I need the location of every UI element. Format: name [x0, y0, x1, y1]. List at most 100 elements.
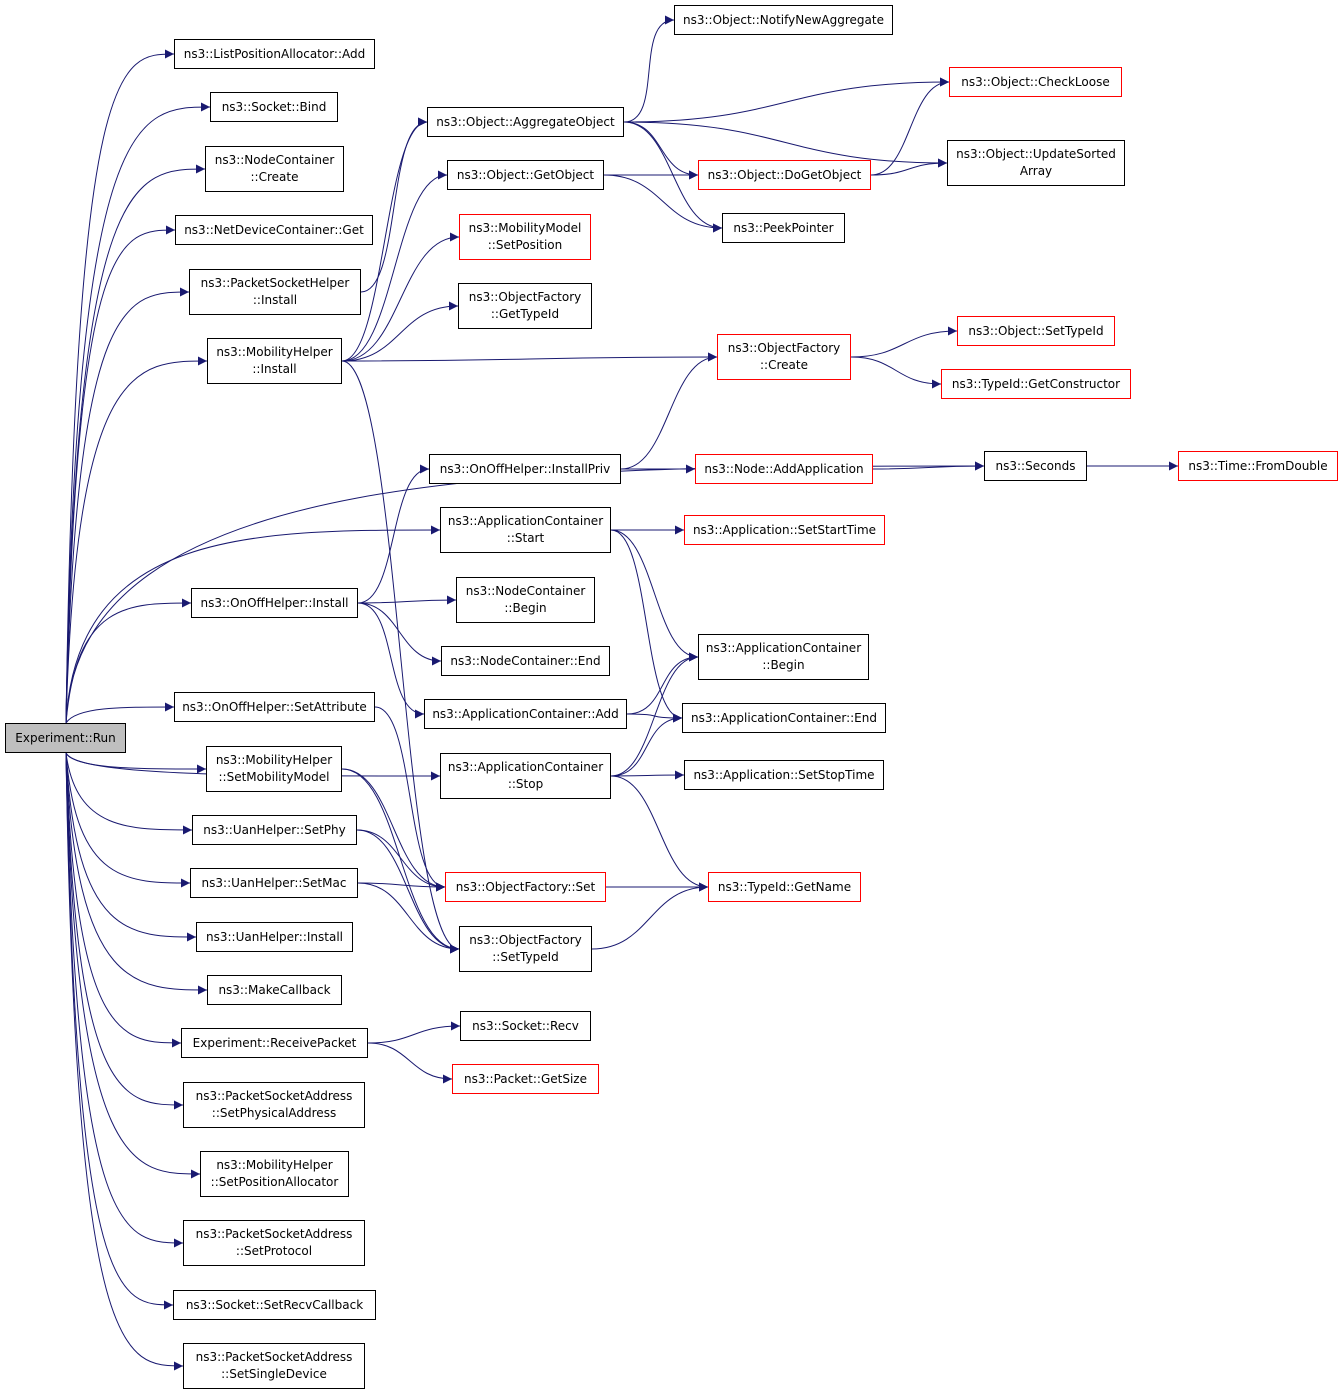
node-uanhelper-setmac[interactable]: ns3::UanHelper::SetMac: [190, 868, 358, 898]
node-label: ns3::ApplicationContainer::Add: [432, 706, 619, 721]
edge-experiment_run-to-psa_setphysicaladdress: [65, 752, 184, 1110]
edge-experiment_receivepacket-to-packet_getsize: [367, 1042, 453, 1084]
node-label-line-1: ns3::MobilityModel: [468, 221, 582, 235]
edge-object_doGetobject-to-object_updatesortedarray: [870, 158, 948, 176]
node-label: ns3::NetDeviceContainer::Get: [184, 222, 364, 237]
node-label: ns3::UanHelper::SetMac: [201, 875, 347, 890]
node-label-line-2: ::Stop: [507, 777, 544, 791]
edge-experiment_run-to-socket_setrecvcallback: [65, 752, 174, 1310]
edge-mobilityhelper_install-to-objectfactory_gettypeid: [341, 301, 459, 362]
node-label-line-1: ns3::PacketSocketHelper: [200, 276, 350, 290]
node-object-aggregateobject[interactable]: ns3::Object::AggregateObject: [427, 107, 624, 137]
edge-object_aggregateobject-to-object_doGetobject: [623, 121, 699, 180]
node-application-setstarttime[interactable]: ns3::Application::SetStartTime: [684, 515, 885, 545]
edge-experiment_run-to-list_alloc_add: [65, 49, 175, 724]
node-label: ns3::MakeCallback: [218, 982, 331, 997]
node-applicationcontainer-end[interactable]: ns3::ApplicationContainer::End: [682, 703, 886, 733]
node-object-getobject[interactable]: ns3::Object::GetObject: [447, 160, 604, 190]
node-packetsocketaddress-setphysicaladdress[interactable]: ns3::PacketSocketAddress::SetPhysicalAdd…: [183, 1082, 365, 1128]
node-uanhelper-setphy[interactable]: ns3::UanHelper::SetPhy: [192, 815, 357, 845]
node-typeid-getname[interactable]: ns3::TypeId::GetName: [708, 872, 861, 902]
node-mobilityhelper-install[interactable]: ns3::MobilityHelper::Install: [207, 338, 342, 384]
node-applicationcontainer-add[interactable]: ns3::ApplicationContainer::Add: [424, 699, 627, 729]
edge-mobilityhelper_setmobilitymodel-to-objectfactory_set: [341, 768, 446, 892]
edge-mobilityhelper_install-to-object_getobject: [341, 170, 448, 362]
node-seconds[interactable]: ns3::Seconds: [984, 451, 1087, 481]
node-label: ns3::PeekPointer: [733, 220, 834, 235]
edge-onoffhelper_install-to-onoffhelper_installpriv: [357, 464, 430, 604]
edge-object_aggregateobject-to-object_notifynewaggregate: [623, 15, 675, 123]
node-onoffhelper-installpriv[interactable]: ns3::OnOffHelper::InstallPriv: [429, 454, 621, 484]
edge-mobilityhelper_install-to-object_aggregateobject: [341, 117, 428, 362]
edge-node_addapplication-to-seconds: [872, 461, 985, 471]
node-label-line-1: ns3::MobilityHelper: [215, 753, 333, 767]
node-nodecontainer-end[interactable]: ns3::NodeContainer::End: [441, 646, 610, 676]
node-objectfactory-gettypeid[interactable]: ns3::ObjectFactory::GetTypeId: [458, 283, 592, 329]
node-label: ns3::Object::NotifyNewAggregate: [683, 12, 884, 27]
node-label: ns3::UanHelper::Install: [206, 929, 343, 944]
node-label-line-2: ::Create: [760, 358, 808, 372]
edge-mobilityhelper_install-to-mobilitymodel_setposition: [341, 232, 460, 362]
node-socket-recv[interactable]: ns3::Socket::Recv: [460, 1011, 591, 1041]
node-mobilityhelper-setpositionallocator[interactable]: ns3::MobilityHelper::SetPositionAllocato…: [200, 1151, 349, 1197]
node-label: ns3::OnOffHelper::Install: [200, 595, 349, 610]
node-application-setstoptime[interactable]: ns3::Application::SetStopTime: [684, 760, 884, 790]
edge-appcontainer_add-to-appcontainer_begin: [626, 652, 699, 715]
node-socket-bind[interactable]: ns3::Socket::Bind: [210, 92, 338, 122]
node-applicationcontainer-stop[interactable]: ns3::ApplicationContainer::Stop: [440, 753, 611, 799]
node-typeid-getconstructor[interactable]: ns3::TypeId::GetConstructor: [941, 369, 1131, 399]
node-objectfactory-settypeid[interactable]: ns3::ObjectFactory::SetTypeId: [459, 926, 592, 972]
edge-objectfactory_create-to-typeid_getconstructor: [850, 356, 942, 389]
node-object-dogetobject[interactable]: ns3::Object::DoGetObject: [698, 160, 871, 190]
node-onoffhelper-setattribute[interactable]: ns3::OnOffHelper::SetAttribute: [174, 692, 375, 722]
node-nodecontainer-begin[interactable]: ns3::NodeContainer::Begin: [456, 577, 595, 623]
node-makecallback[interactable]: ns3::MakeCallback: [207, 975, 342, 1005]
node-object-settypeid[interactable]: ns3::Object::SetTypeId: [957, 316, 1115, 346]
node-packetsocketaddress-setprotocol[interactable]: ns3::PacketSocketAddress::SetProtocol: [183, 1220, 365, 1266]
edge-onoffhelper_setattribute-to-objectfactory_set: [374, 706, 446, 892]
node-list-position-allocator-add[interactable]: ns3::ListPositionAllocator::Add: [174, 39, 375, 69]
edge-experiment_run-to-uanhelper_setphy: [65, 752, 193, 835]
node-label: ns3::OnOffHelper::InstallPriv: [439, 461, 611, 476]
edge-experiment_run-to-experiment_receivepacket: [65, 752, 182, 1048]
edge-experiment_run-to-psa_setsingledevice: [65, 752, 184, 1371]
node-label-line-2: ::Install: [252, 293, 298, 307]
node-packetsocketaddress-setsingledevice[interactable]: ns3::PacketSocketAddress::SetSingleDevic…: [183, 1343, 365, 1389]
node-mobilitymodel-setposition[interactable]: ns3::MobilityModel::SetPosition: [459, 214, 591, 260]
node-object-notifynewaggregate[interactable]: ns3::Object::NotifyNewAggregate: [674, 5, 893, 35]
node-label: Experiment::Run: [15, 730, 116, 745]
node-applicationcontainer-start[interactable]: ns3::ApplicationContainer::Start: [440, 507, 611, 553]
node-applicationcontainer-begin[interactable]: ns3::ApplicationContainer::Begin: [698, 634, 869, 680]
node-netdevicecontainer-get[interactable]: ns3::NetDeviceContainer::Get: [175, 215, 373, 245]
edge-onoffhelper_install-to-appcontainer_add: [357, 602, 425, 719]
node-label: ns3::Packet::GetSize: [464, 1071, 587, 1086]
node-label-line-1: ns3::ApplicationContainer: [705, 641, 862, 655]
edge-mobilityhelper_install-to-objectfactory_settypeid: [341, 360, 460, 954]
node-label: ns3::Seconds: [995, 458, 1076, 473]
node-label-line-2: ::SetProtocol: [235, 1244, 313, 1258]
node-object-checkloose[interactable]: ns3::Object::CheckLoose: [949, 67, 1122, 97]
node-onoffhelper-install[interactable]: ns3::OnOffHelper::Install: [191, 588, 358, 618]
node-label: ns3::Time::FromDouble: [1188, 458, 1328, 473]
node-nodecontainer-create[interactable]: ns3::NodeContainer::Create: [205, 146, 344, 192]
node-time-fromdouble[interactable]: ns3::Time::FromDouble: [1178, 451, 1338, 481]
node-objectfactory-set[interactable]: ns3::ObjectFactory::Set: [445, 872, 606, 902]
node-label-line-1: ns3::Object::UpdateSorted: [956, 147, 1116, 161]
node-label-line-1: ns3::ApplicationContainer: [447, 514, 604, 528]
node-experiment-run: Experiment::Run: [5, 723, 126, 753]
node-socket-setrecvcallback[interactable]: ns3::Socket::SetRecvCallback: [173, 1290, 376, 1320]
node-label-line-2: ::SetPositionAllocator: [210, 1175, 339, 1189]
node-packet-getsize[interactable]: ns3::Packet::GetSize: [452, 1064, 599, 1094]
node-node-addapplication[interactable]: ns3::Node::AddApplication: [695, 454, 873, 484]
edge-uanhelper_setmac-to-objectfactory_settypeid: [357, 882, 460, 954]
node-uanhelper-install[interactable]: ns3::UanHelper::Install: [196, 922, 353, 952]
node-mobilityhelper-setmobilitymodel[interactable]: ns3::MobilityHelper::SetMobilityModel: [206, 746, 342, 792]
edge-uanhelper_setphy-to-objectfactory_settypeid: [356, 829, 460, 954]
node-peekpointer[interactable]: ns3::PeekPointer: [722, 213, 845, 243]
node-label: ns3::Object::DoGetObject: [707, 167, 862, 182]
node-label: ns3::Object::SetTypeId: [968, 323, 1104, 338]
node-objectfactory-create[interactable]: ns3::ObjectFactory::Create: [717, 334, 851, 380]
node-packetsockethelper-install[interactable]: ns3::PacketSocketHelper::Install: [189, 269, 361, 315]
node-experiment-receivepacket[interactable]: Experiment::ReceivePacket: [181, 1028, 368, 1058]
